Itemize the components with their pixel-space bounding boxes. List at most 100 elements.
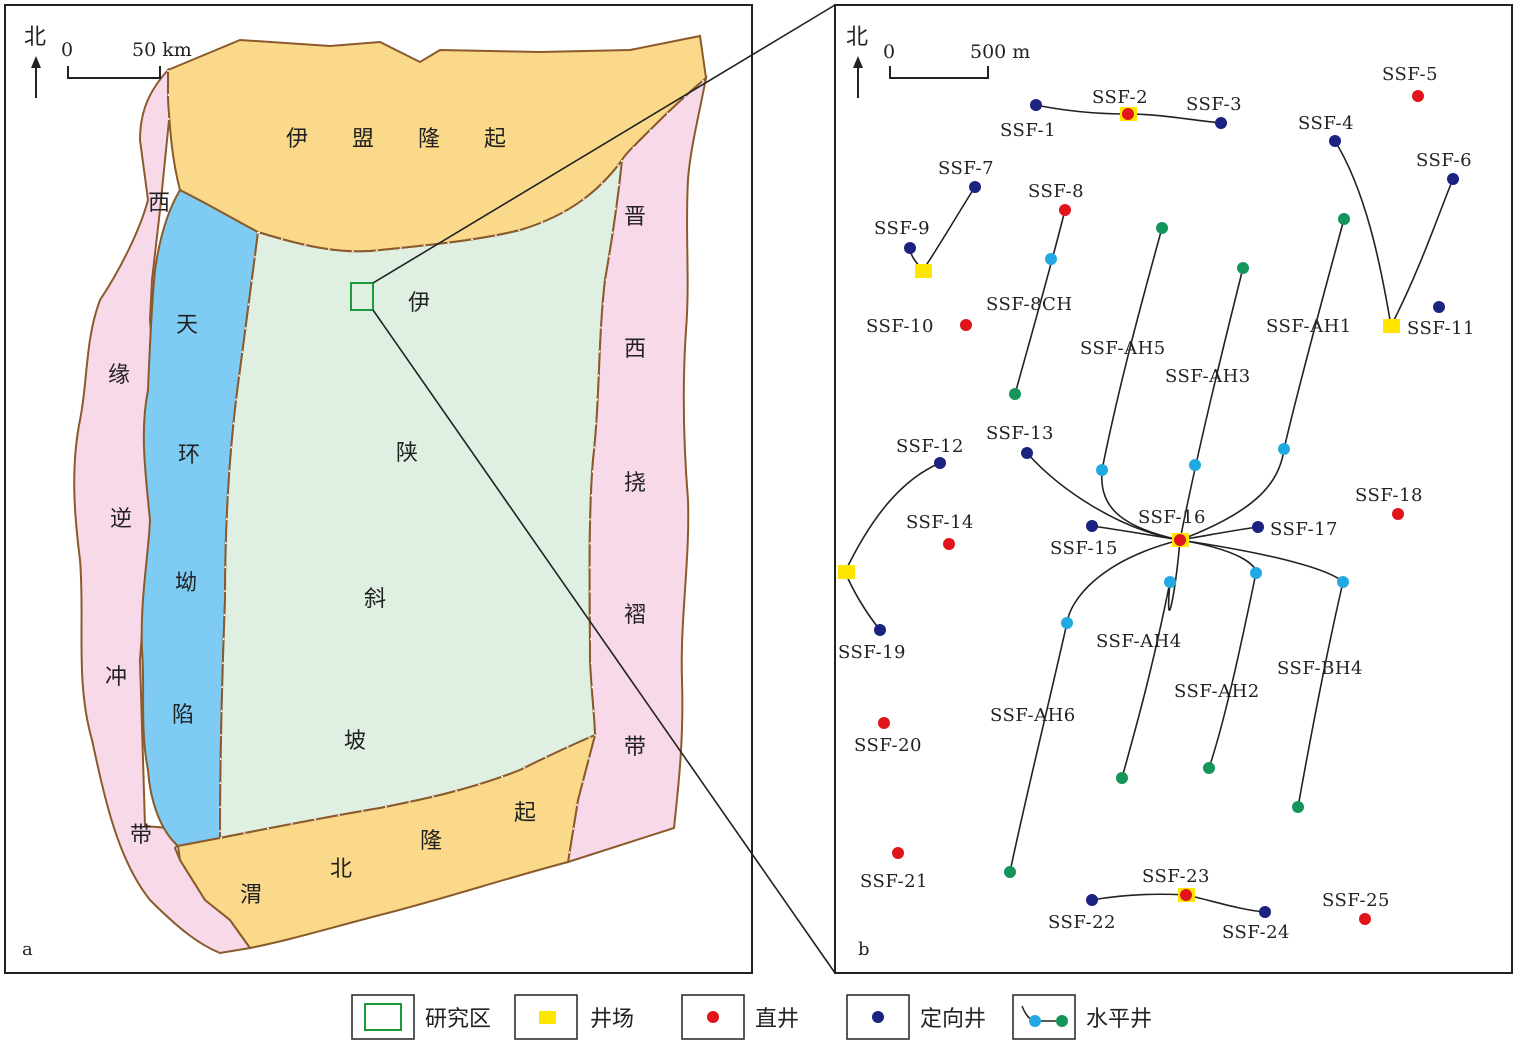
horizontal-mid-marker xyxy=(1164,576,1176,588)
well-label: SSF-17 xyxy=(1270,519,1338,540)
yishan-slope-region xyxy=(218,156,624,840)
directional-well-marker xyxy=(1252,521,1264,533)
jinxi-char: 褶 xyxy=(624,603,646,628)
yishan-char: 斜 xyxy=(364,587,386,612)
well-label: SSF-AH5 xyxy=(1080,338,1166,359)
vertical-well-marker xyxy=(1059,204,1071,216)
scale-zero-a: 0 xyxy=(61,39,73,61)
well-label: SSF-25 xyxy=(1322,890,1390,911)
horizontal-end-marker xyxy=(1203,762,1215,774)
west-thrust-char: 西 xyxy=(148,191,170,216)
well-labels: SSF-1 SSF-2 SSF-3 SSF-4 SSF-5 SSF-6 SSF-… xyxy=(838,64,1475,943)
horizontal-end-marker xyxy=(1338,213,1350,225)
tianhuan-label: 天 环 坳 陷 xyxy=(172,313,200,728)
horizontal-mid-marker xyxy=(1337,576,1349,588)
scale-end-b: 500 m xyxy=(970,41,1030,63)
well-label: SSF-14 xyxy=(906,512,974,533)
well-label: SSF-6 xyxy=(1416,150,1472,171)
north-label-b: 北 xyxy=(846,25,868,50)
directional-well-marker xyxy=(1021,447,1033,459)
well-label: SSF-20 xyxy=(854,735,922,756)
west-thrust-char: 冲 xyxy=(105,665,127,690)
directional-well-marker xyxy=(1030,99,1042,111)
zoom-connector-bottom xyxy=(372,309,836,974)
well-label: SSF-2 xyxy=(1092,87,1148,108)
well-label: SSF-AH6 xyxy=(990,705,1076,726)
scale-bar-b xyxy=(889,66,989,79)
study-area-box xyxy=(350,282,374,311)
legend-directional-well: 定向井 xyxy=(846,994,986,1040)
directional-wells xyxy=(874,99,1459,918)
well-label: SSF-AH4 xyxy=(1096,631,1182,652)
well-pad xyxy=(915,264,932,278)
vertical-well-swatch xyxy=(707,1011,719,1023)
yishan-label: 伊 陕 斜 坡 xyxy=(344,291,430,754)
vertical-well-marker xyxy=(878,717,890,729)
north-arrowhead-b xyxy=(853,56,863,68)
horizontal-end-marker xyxy=(1292,801,1304,813)
weibei-uplift-region xyxy=(176,733,597,950)
jinxi-char: 挠 xyxy=(624,471,646,496)
horizontal-end-marker xyxy=(1116,772,1128,784)
well-label: SSF-16 xyxy=(1138,507,1206,528)
tianhuan-char: 陷 xyxy=(172,703,194,728)
horizontal-end-marker xyxy=(1009,388,1021,400)
fault-tick-marks xyxy=(167,69,707,863)
legend-horizontal-well: 水平井 xyxy=(1012,994,1152,1040)
jinxi-char: 带 xyxy=(624,735,646,760)
legend-label: 定向井 xyxy=(920,1007,986,1032)
yishan-char: 陕 xyxy=(396,441,418,466)
well-pad xyxy=(838,565,855,579)
directional-well-marker xyxy=(1259,906,1271,918)
panel-a-tag: a xyxy=(22,939,33,960)
study-area-swatch xyxy=(364,1003,402,1031)
vertical-well-marker xyxy=(1392,508,1404,520)
well-label: SSF-24 xyxy=(1222,922,1290,943)
legend-well-pad: 井场 xyxy=(514,994,634,1040)
well-label: SSF-AH3 xyxy=(1165,366,1251,387)
west-thrust-label: 西 缘 逆 冲 带 xyxy=(105,191,170,848)
directional-well-marker xyxy=(1447,173,1459,185)
vertical-well-marker xyxy=(1412,90,1424,102)
panel-a: 北 0 50 km 伊 盟 隆 起 西 缘 逆 冲 带 天 环 坳 陷 伊 陕 xyxy=(4,4,753,974)
vertical-well-marker xyxy=(1174,534,1186,546)
directional-well-marker xyxy=(904,242,916,254)
well-label: SSF-5 xyxy=(1382,64,1438,85)
weibei-char: 北 xyxy=(330,857,352,882)
directional-well-marker xyxy=(1215,117,1227,129)
well-label: SSF-13 xyxy=(986,423,1054,444)
well-label: SSF-11 xyxy=(1407,318,1475,339)
weibei-char: 隆 xyxy=(420,829,442,854)
directional-well-marker xyxy=(1329,135,1341,147)
horizontal-mid-marker xyxy=(1096,464,1108,476)
legend-vertical-well: 直井 xyxy=(681,994,799,1040)
panel-b-tag: b xyxy=(858,939,870,960)
legend-label: 水平井 xyxy=(1086,1007,1152,1032)
well-label: SSF-21 xyxy=(860,871,928,892)
legend-swatch-frame xyxy=(351,994,415,1040)
vertical-wells xyxy=(878,90,1424,925)
vertical-well-marker xyxy=(1180,889,1192,901)
legend-study-area: 研究区 xyxy=(351,994,491,1040)
panel-b-frame xyxy=(834,4,1513,974)
well-pad-swatch xyxy=(539,1011,556,1024)
yishan-char: 坡 xyxy=(344,729,366,754)
vertical-well-marker xyxy=(960,319,972,331)
well-label: SSF-AH1 xyxy=(1266,316,1352,337)
legend-label: 井场 xyxy=(590,1007,634,1032)
well-label: SSF-18 xyxy=(1355,485,1423,506)
yishan-char: 伊 xyxy=(408,291,430,316)
well-label: SSF-1 xyxy=(1000,120,1056,141)
well-label: SSF-4 xyxy=(1298,113,1354,134)
weibei-char: 渭 xyxy=(240,883,262,908)
yimeng-label: 伊 盟 隆 起 xyxy=(286,127,506,152)
vertical-well-marker xyxy=(1359,913,1371,925)
tianhuan-char: 坳 xyxy=(175,571,197,596)
well-label: SSF-15 xyxy=(1050,538,1118,559)
well-label: SSF-3 xyxy=(1186,94,1242,115)
scale-end-a: 50 km xyxy=(132,39,192,61)
legend: 研究区 井场 直井 定向井 水平井 xyxy=(351,994,1152,1040)
tianhuan-char: 天 xyxy=(176,313,198,338)
well-label: SSF-BH4 xyxy=(1277,658,1363,679)
